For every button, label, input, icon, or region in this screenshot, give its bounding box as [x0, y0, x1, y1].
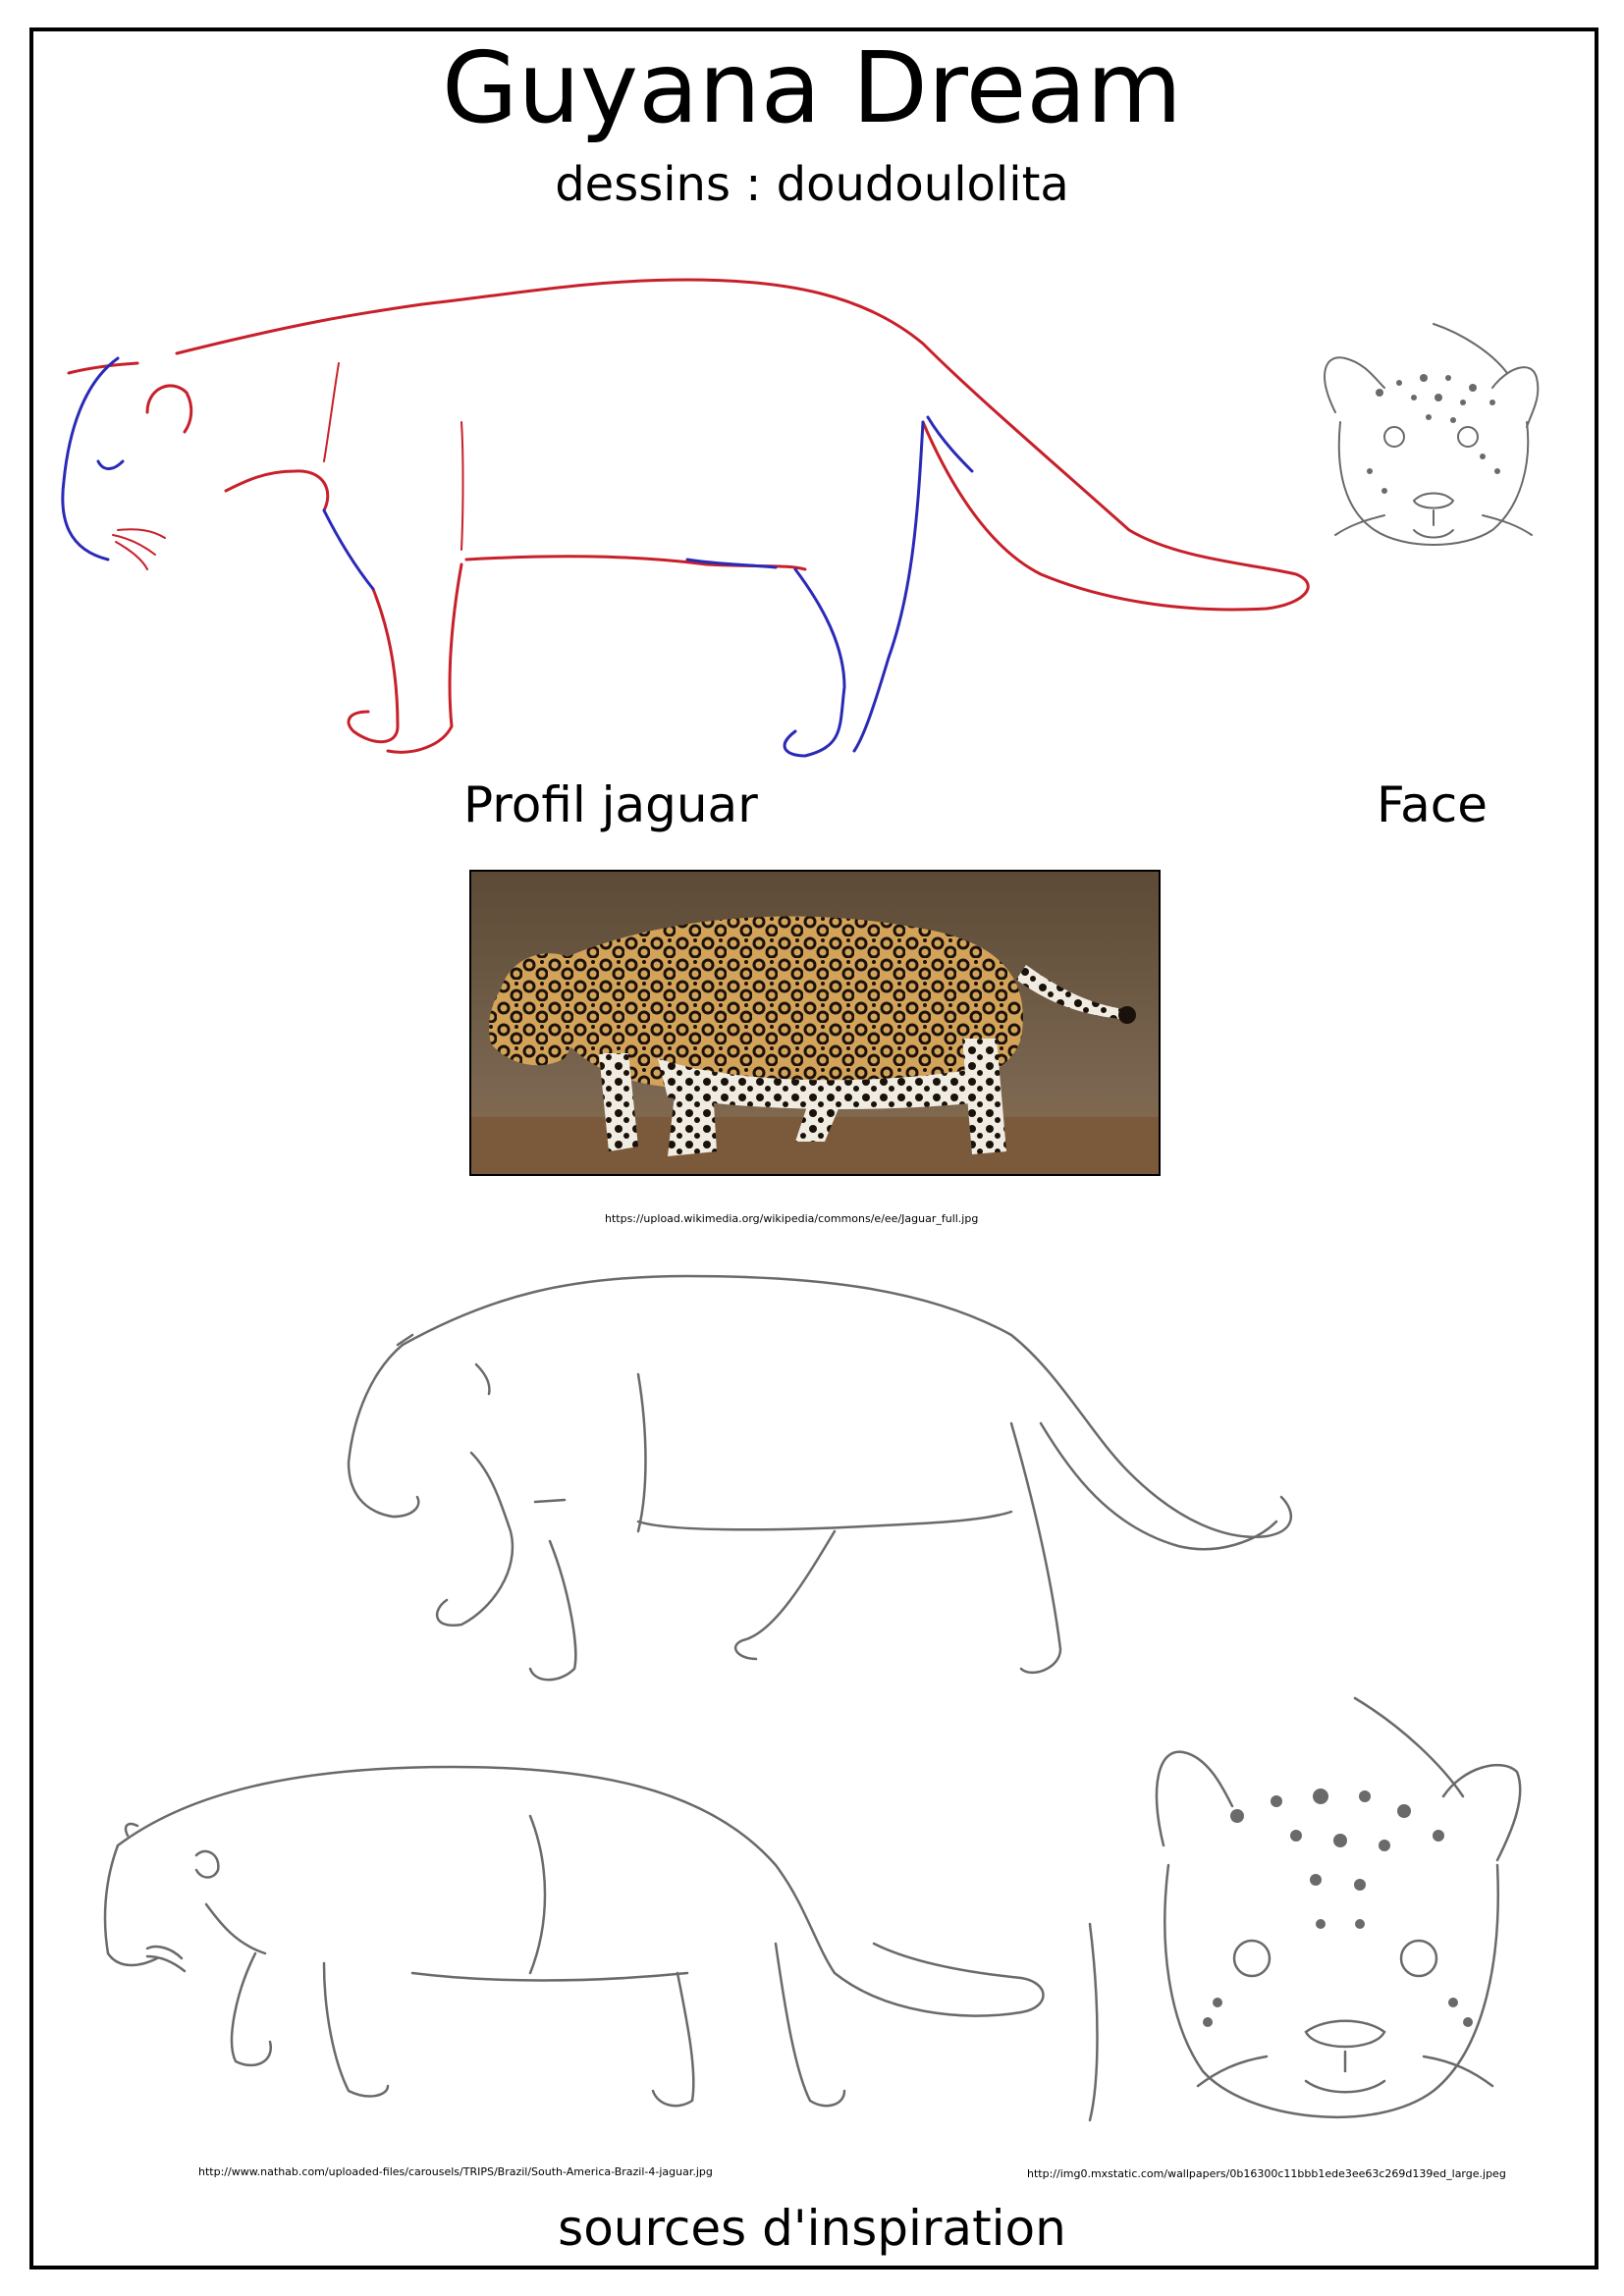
poster-frame: [29, 27, 1598, 2269]
sketch-source-url: http://www.nathab.com/uploaded-files/car…: [198, 2165, 713, 2178]
caption-face: Face: [1377, 776, 1489, 833]
jaguar-photo: [469, 870, 1161, 1176]
poster-subtitle: dessins : doudoulolita: [555, 157, 1069, 212]
photo-source-url: https://upload.wikimedia.org/wikipedia/c…: [605, 1212, 979, 1225]
caption-profile: Profil jaguar: [463, 776, 758, 833]
poster-title: Guyana Dream: [442, 30, 1182, 145]
face-source-url: http://img0.mxstatic.com/wallpapers/0b16…: [1027, 2167, 1506, 2180]
jaguar-photo-drawing: [471, 872, 1159, 1174]
poster-footer: sources d'inspiration: [558, 2200, 1066, 2257]
